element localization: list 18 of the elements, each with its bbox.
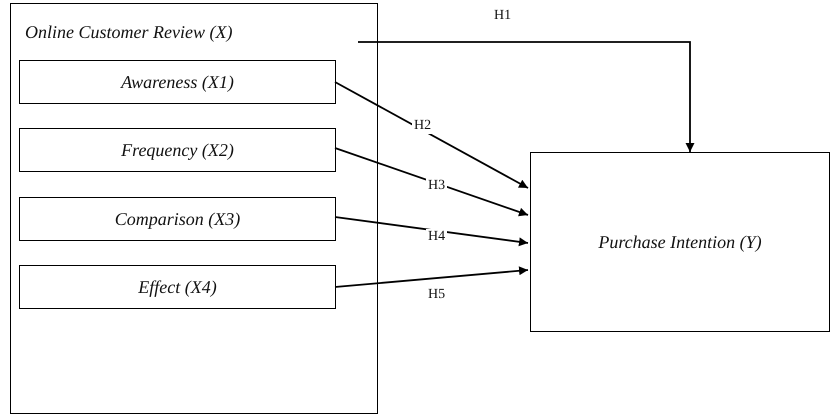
edge-label: H2 [412, 118, 434, 134]
variable-label: Awareness (X1) [119, 72, 235, 93]
arrow [334, 266, 528, 288]
variable-box [530, 152, 830, 332]
variable-box [19, 128, 336, 172]
arrow [358, 41, 694, 152]
arrow [334, 147, 528, 216]
group-box [10, 3, 378, 414]
variable-label: Effect (X4) [137, 277, 218, 298]
variable-label: Purchase Intention (Y) [597, 232, 763, 253]
arrow [334, 81, 528, 189]
variable-box [19, 265, 336, 309]
variable-label: Frequency (X2) [120, 140, 235, 161]
variable-label: Comparison (X3) [114, 209, 242, 230]
variable-box [19, 197, 336, 241]
variable-box [19, 60, 336, 104]
group-heading: Online Customer Review (X) [25, 22, 232, 43]
arrow [334, 216, 528, 246]
